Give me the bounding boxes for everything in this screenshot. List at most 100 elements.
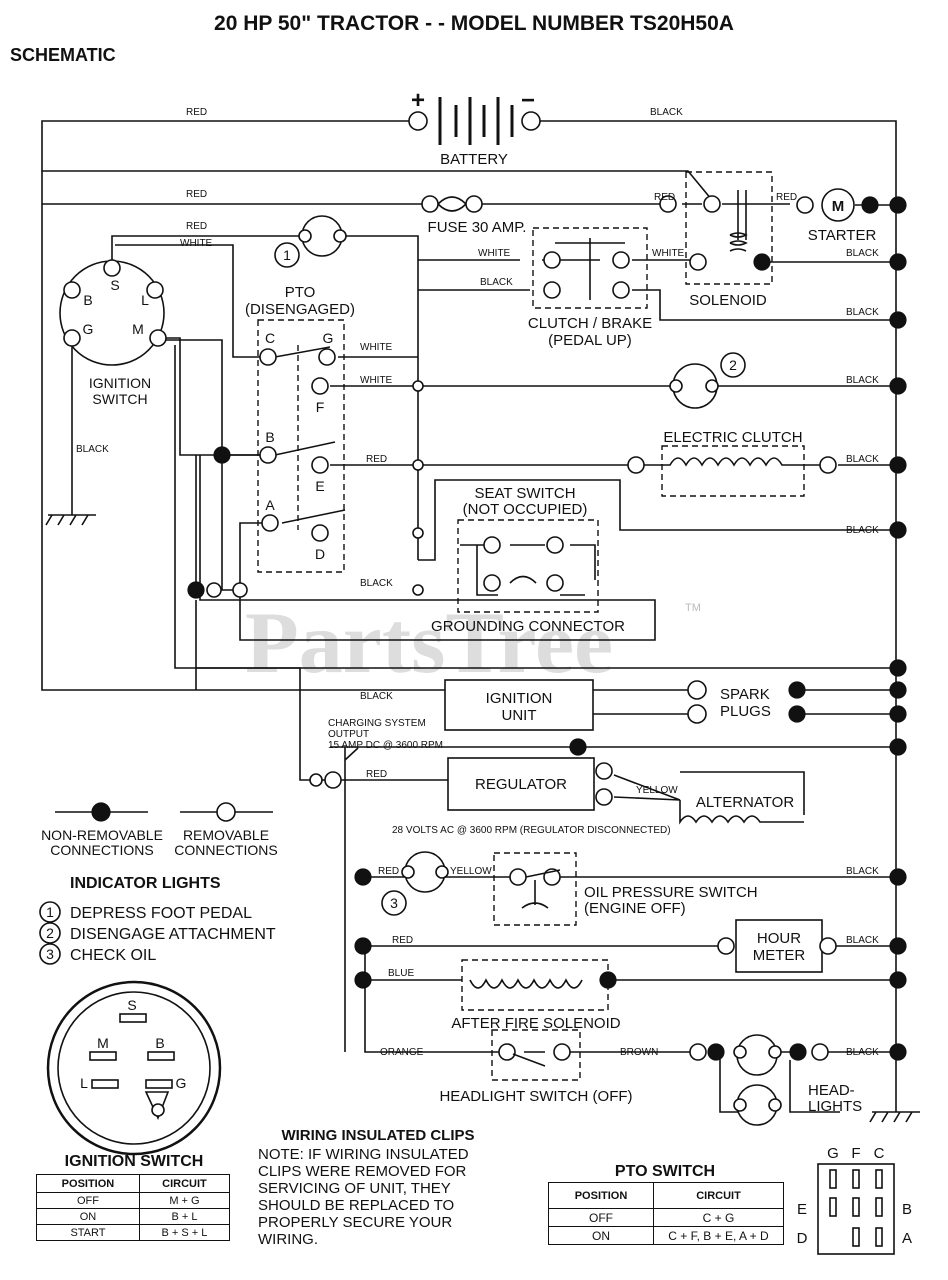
ign-row-circuit: B + L xyxy=(138,1208,231,1225)
pto-row-circuit: C + G xyxy=(653,1208,784,1227)
pto-state: (DISENGAGED) xyxy=(245,301,355,318)
indicator-item-1-num: 1 xyxy=(46,904,54,920)
svg-text:RED: RED xyxy=(378,866,399,877)
svg-text:BLACK: BLACK xyxy=(846,375,879,386)
ign-terminal-l: L xyxy=(141,292,149,308)
pto-box xyxy=(257,319,345,573)
pto-terminal-b: B xyxy=(265,429,274,445)
seat-switch-label: SEAT SWITCH xyxy=(474,485,575,502)
regulator-box xyxy=(447,757,595,811)
wiring-note-line: PROPERLY SECURE YOUR xyxy=(258,1214,453,1231)
svg-text:RED: RED xyxy=(186,221,207,232)
wiring-note-line: WIRING. xyxy=(258,1231,318,1248)
wire-crossovers xyxy=(206,380,424,787)
hour-meter-label-1: HOUR xyxy=(757,930,801,947)
battery-label: BATTERY xyxy=(440,151,508,168)
svg-text:WHITE: WHITE xyxy=(652,248,685,259)
svg-text:RED: RED xyxy=(186,107,207,118)
svg-text:BLACK: BLACK xyxy=(76,444,109,455)
pto-terminal-e: E xyxy=(315,478,324,494)
svg-text:RED: RED xyxy=(366,769,387,780)
spark-plugs-label-1: SPARK xyxy=(720,686,770,703)
pto-header-circuit: CIRCUIT xyxy=(653,1182,784,1209)
svg-text:BLACK: BLACK xyxy=(846,866,879,877)
indicator-item-2-num: 2 xyxy=(46,925,54,941)
fuse-symbol xyxy=(421,195,677,213)
face-b: B xyxy=(155,1035,164,1051)
ign-terminal-b: B xyxy=(83,292,92,308)
svg-text:RED: RED xyxy=(366,454,387,465)
wiring-note-title: WIRING INSULATED CLIPS xyxy=(281,1127,474,1144)
solenoid-symbol xyxy=(689,190,748,271)
svg-text:WHITE: WHITE xyxy=(360,342,393,353)
spark-plugs-label-2: PLUGS xyxy=(720,703,771,720)
charging-output-2: OUTPUT xyxy=(328,729,369,740)
legend-removable-1: REMOVABLE xyxy=(183,827,269,843)
svg-text:RED: RED xyxy=(776,192,797,203)
pto-face-d: D xyxy=(797,1230,808,1247)
ign-terminal-m: M xyxy=(132,321,144,337)
ign-terminal-s: S xyxy=(110,277,119,293)
alternator-label: ALTERNATOR xyxy=(696,794,795,811)
svg-text:BLACK: BLACK xyxy=(650,107,683,118)
indicator-lights-list xyxy=(39,901,61,965)
headlights-label-2: LIGHTS xyxy=(808,1098,862,1115)
ign-row-circuit: M + G xyxy=(138,1192,231,1209)
ign-row-position: OFF xyxy=(36,1192,140,1209)
face-g: G xyxy=(176,1075,187,1091)
pto-face-c: C xyxy=(874,1145,885,1162)
svg-text:BLUE: BLUE xyxy=(388,968,414,979)
svg-text:BLACK: BLACK xyxy=(846,935,879,946)
wiring-note-line: NOTE: IF WIRING INSULATED xyxy=(258,1146,469,1163)
battery-minus: − xyxy=(521,87,535,114)
non-removable-connections xyxy=(187,196,907,1061)
pto-terminal-d: D xyxy=(315,546,325,562)
pto-face-e: E xyxy=(797,1201,807,1218)
regulator-label: REGULATOR xyxy=(475,776,567,793)
indicator-item-3-label: CHECK OIL xyxy=(70,947,156,964)
wiring-note-line: SHOULD BE REPLACED TO xyxy=(258,1197,455,1214)
ignition-unit-box xyxy=(444,679,594,731)
svg-text:RED: RED xyxy=(186,189,207,200)
pto-terminals xyxy=(259,348,336,542)
indicator-1-number: 1 xyxy=(283,247,291,263)
trademark: TM xyxy=(685,602,701,614)
ignition-terminals xyxy=(63,259,167,347)
ignition-switch-label-1: IGNITION xyxy=(89,375,151,391)
svg-text:WHITE: WHITE xyxy=(360,375,393,386)
pto-face-a: A xyxy=(902,1230,912,1247)
svg-text:WHITE: WHITE xyxy=(478,248,511,259)
clutch-brake-box xyxy=(532,227,648,309)
svg-text:BLACK: BLACK xyxy=(846,525,879,536)
wiring-note-line: CLIPS WERE REMOVED FOR xyxy=(258,1163,467,1180)
page-subtitle: SCHEMATIC xyxy=(10,45,116,65)
charging-output-3: 15 AMP DC @ 3600 RPM xyxy=(328,740,443,751)
battery-symbol xyxy=(408,97,541,145)
pto-row-position: ON xyxy=(548,1226,654,1245)
oil-pressure-switch-box xyxy=(493,852,577,926)
ignition-unit-label-1: IGNITION xyxy=(486,690,553,707)
svg-text:RED: RED xyxy=(654,192,675,203)
legend-removable-2: CONNECTIONS xyxy=(174,842,277,858)
legend-non-removable-2: CONNECTIONS xyxy=(50,842,153,858)
pto-row-position: OFF xyxy=(548,1208,654,1227)
svg-text:BROWN: BROWN xyxy=(620,1047,658,1058)
clutch-brake-symbol xyxy=(543,238,630,300)
pto-header-position: POSITION xyxy=(548,1182,654,1209)
pto-terminal-f: F xyxy=(316,399,325,415)
pto-row-circuit: C + F, B + E, A + D xyxy=(653,1226,784,1245)
svg-text:BLACK: BLACK xyxy=(480,277,513,288)
ign-header-position: POSITION xyxy=(36,1174,140,1193)
wiring-note: NOTE: IF WIRING INSULATED CLIPS WERE REM… xyxy=(258,1146,469,1248)
svg-text:BLACK: BLACK xyxy=(846,454,879,465)
svg-text:YELLOW: YELLOW xyxy=(636,785,678,796)
connection-legend xyxy=(55,802,273,822)
indicator-lights-title: INDICATOR LIGHTS xyxy=(70,875,221,892)
pto-terminal-g: G xyxy=(323,330,334,346)
indicator-3-number: 3 xyxy=(390,895,398,911)
headlight-switch-box xyxy=(491,1029,581,1081)
face-s: S xyxy=(127,997,136,1013)
svg-text:ORANGE: ORANGE xyxy=(380,1047,424,1058)
starter-motor-letter: M xyxy=(832,198,845,215)
